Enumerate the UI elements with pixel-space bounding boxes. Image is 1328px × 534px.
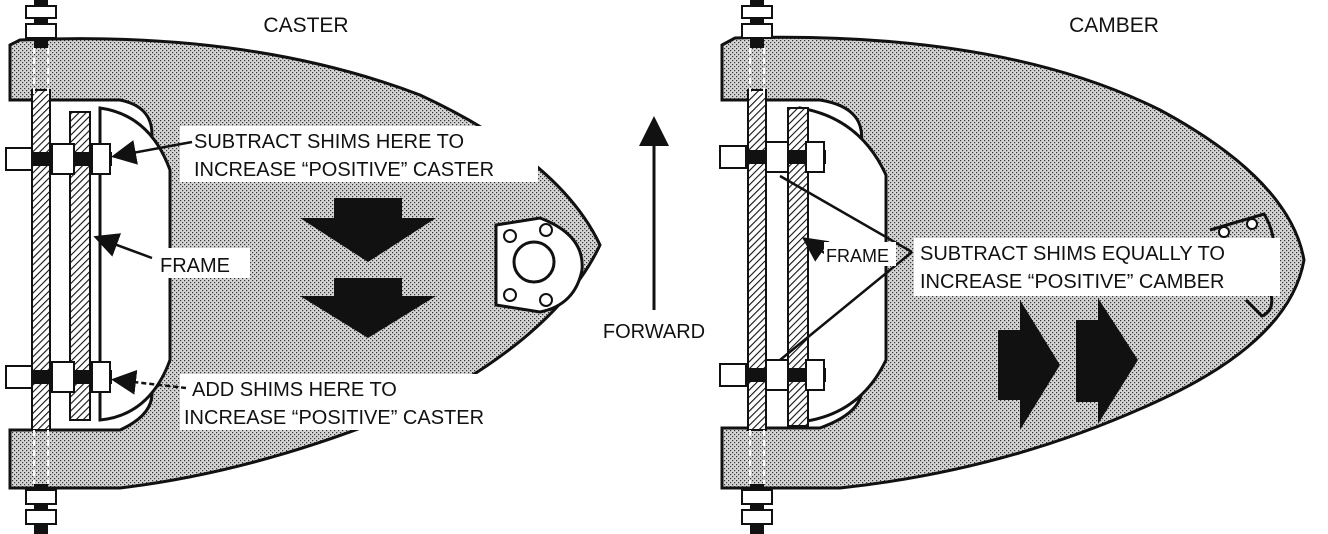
- caster-direction-arrow-2: [300, 278, 436, 338]
- caster-pivot-shaft: [31, 89, 51, 431]
- caster-title: CASTER: [263, 14, 348, 37]
- caster-add-line2: INCREASE “POSITIVE” CASTER: [184, 407, 484, 429]
- camber-direction-arrow-2: [1076, 298, 1138, 424]
- caster-add-line1: ADD SHIMS HERE TO: [192, 379, 397, 401]
- camber-subtract-line1: SUBTRACT SHIMS EQUALLY TO: [920, 243, 1225, 265]
- caster-frame-label: FRAME: [160, 255, 230, 277]
- forward-label: FORWARD: [603, 321, 705, 343]
- caster-diagram: CASTER SUBTRACT SHIMS HERE TO INCREASE “…: [5, 0, 602, 534]
- caster-frame-bar: [69, 111, 91, 421]
- caster-lower-bolt: [5, 361, 112, 393]
- camber-diagram: CAMBER FRAME SUBTRACT SHIMS EQUALLY TO I…: [719, 0, 1306, 534]
- caster-ball-joint: [494, 216, 584, 314]
- camber-subtract-line2: INCREASE “POSITIVE” CAMBER: [920, 271, 1225, 293]
- camber-frame-bar: [787, 107, 809, 427]
- forward-indicator: FORWARD: [603, 116, 705, 343]
- caster-subtract-line2: INCREASE “POSITIVE” CASTER: [194, 159, 494, 181]
- caster-direction-arrow-1: [300, 198, 436, 262]
- camber-direction-arrow-1: [998, 300, 1060, 430]
- caster-subtract-line1: SUBTRACT SHIMS HERE TO: [194, 131, 464, 153]
- caster-upper-bolt: [5, 143, 112, 175]
- camber-frame-label: FRAME: [826, 246, 889, 266]
- camber-lower-bolt: [719, 359, 826, 391]
- camber-title: CAMBER: [1069, 14, 1159, 37]
- caster-arm-opening: [98, 106, 172, 422]
- camber-pivot-shaft: [747, 89, 767, 431]
- camber-upper-bolt: [719, 141, 826, 173]
